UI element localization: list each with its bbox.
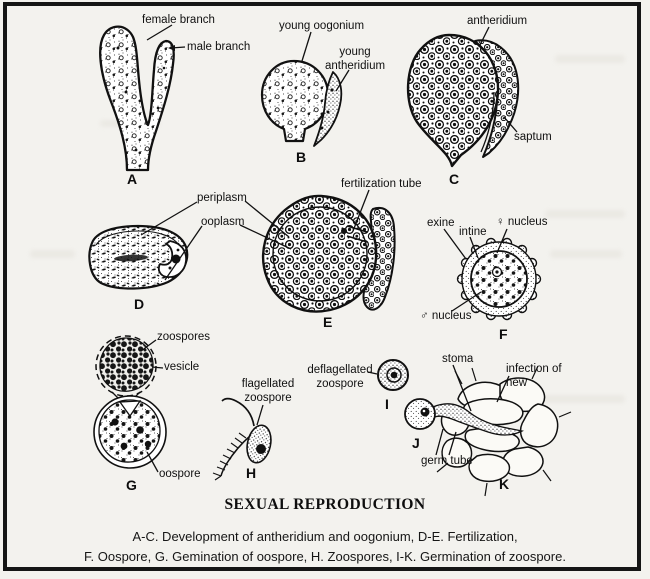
figure-letter-i: I [385,396,389,412]
figure-j-drawing [404,398,524,436]
figure-letter-e: E [323,314,333,330]
figure-letter-d: D [134,296,145,312]
scan-artifact [30,250,75,258]
figure-letter-c: C [449,171,460,187]
label-saptum: saptum [514,131,552,143]
label-zoospores: zoospores [157,331,211,343]
figure-d-drawing [88,224,189,290]
label-female-nucleus: ♀ nucleus [496,216,548,228]
caption-line2: F. Oospore, G. Gemination of oospore, H.… [84,549,566,564]
label-fertilization-tube: fertilization tube [341,178,422,190]
figure-e-drawing [262,194,396,313]
scan-artifact [555,55,625,63]
label-deflagellated-zoospore: deflagellated zoospore [307,364,373,390]
label-intine: intine [459,226,487,238]
label-flagellated-zoospore: flagellated zoospore [241,378,295,404]
label-young-antheridium: young antheridium [324,46,386,72]
label-young-oogonium: young oogonium [279,20,365,32]
label-infection-of-new: infection of new [506,363,562,389]
figure-letter-f: F [499,326,508,342]
label-antheridium: antheridium [467,15,528,27]
label-oospore: oospore [159,468,201,480]
figure-letter-h: H [246,465,257,481]
caption-title: SEXUAL REPRODUCTION [224,496,426,513]
label-vesicle: vesicle [164,361,200,373]
label-stoma: stoma [442,353,474,365]
label-ooplasm: ooplasm [201,216,245,228]
label-male-branch: male branch [187,41,251,53]
figure-letter-k: K [499,476,510,492]
scan-artifact [545,210,625,218]
scan-artifact [540,395,625,403]
figure-letter-a: A [127,171,138,187]
caption-line1: A-C. Development of antheridium and oogo… [132,529,518,544]
figure-letter-g: G [126,477,137,493]
figure-i-drawing [377,359,409,391]
figure-h-drawing [212,397,272,481]
scan-artifact [550,250,622,258]
figure-f-drawing [456,237,542,321]
label-periplasm: periplasm [197,192,247,204]
leader-lines [140,24,518,473]
figure-b-drawing [260,59,343,147]
label-male-nucleus: ♂ nucleus [420,310,472,322]
figure-c-drawing [406,33,520,168]
diagram-frame [3,2,641,571]
figure-letter-b: B [296,149,307,165]
figure-g-drawing [93,335,167,469]
label-female-branch: female branch [142,14,215,26]
figure-letter-j: J [412,435,420,451]
figure-a-drawing [99,25,175,172]
label-germ-tube: germ tube [421,455,473,467]
label-exine: exine [427,217,455,229]
